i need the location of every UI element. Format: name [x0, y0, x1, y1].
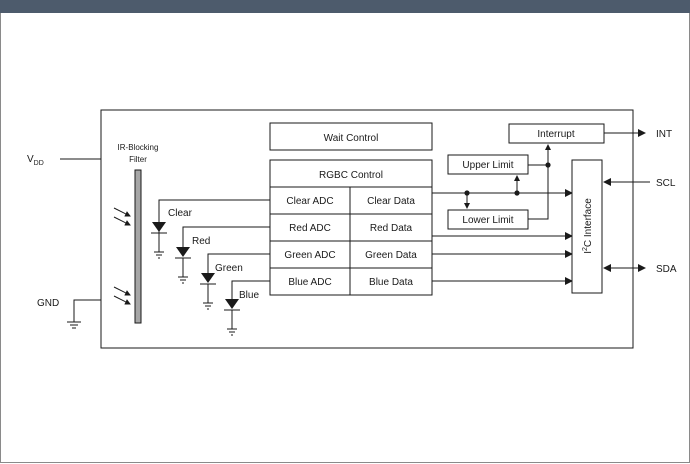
filter-bar	[134, 169, 142, 324]
interrupt-block: Interrupt	[508, 123, 646, 144]
data-red: Red Data	[370, 223, 413, 234]
adc-red: Red ADC	[289, 223, 331, 234]
photodiode-blue: Blue	[224, 280, 270, 336]
header-bar	[0, 0, 690, 13]
svg-text:SCL: SCL	[656, 178, 676, 189]
light-arrows-upper	[113, 207, 131, 226]
gnd-pin: GND	[37, 298, 101, 329]
data-bus-lines	[432, 189, 573, 285]
svg-text:Clear: Clear	[168, 208, 193, 219]
svg-text:Upper Limit: Upper Limit	[462, 160, 513, 171]
svg-text:VDD: VDD	[27, 154, 44, 167]
svg-text:IR-Blocking: IR-Blocking	[118, 143, 159, 152]
comparator-junctions	[464, 144, 551, 220]
data-blue: Blue Data	[369, 277, 413, 288]
wait-control-block: Wait Control	[269, 122, 433, 151]
svg-text:Interrupt: Interrupt	[537, 129, 574, 140]
svg-text:I2C Interface: I2C Interface	[582, 198, 594, 254]
upper-limit-block: Upper Limit	[447, 154, 529, 175]
rgbc-control-block: RGBC Control	[269, 159, 433, 188]
i2c-interface-block: I2C Interface	[571, 159, 603, 294]
light-arrows-lower	[113, 286, 131, 305]
svg-text:Green: Green	[215, 263, 243, 274]
svg-text:GND: GND	[37, 298, 59, 309]
svg-text:Red: Red	[192, 236, 210, 247]
vdd-pin: VDD	[27, 154, 101, 167]
photodiode-clear: Clear	[151, 199, 270, 259]
svg-text:Filter: Filter	[129, 155, 147, 164]
svg-text:Lower Limit: Lower Limit	[462, 215, 513, 226]
sda-pin: SDA	[603, 264, 677, 275]
data-green: Green Data	[365, 250, 417, 261]
adc-blue: Blue ADC	[288, 277, 331, 288]
data-clear: Clear Data	[367, 196, 415, 207]
scl-pin: SCL	[603, 178, 676, 189]
adc-data-table: Clear ADC Red ADC Green ADC Blue ADC Cle…	[269, 186, 433, 296]
svg-text:Wait Control: Wait Control	[324, 133, 379, 144]
photodiode-green: Green	[200, 253, 270, 310]
ir-blocking-filter: IR-Blocking Filter	[118, 143, 159, 324]
svg-text:Blue: Blue	[239, 290, 259, 301]
svg-text:SDA: SDA	[656, 264, 677, 275]
adc-green: Green ADC	[284, 250, 335, 261]
photodiode-red: Red	[175, 226, 270, 284]
chip-boundary	[100, 109, 634, 349]
adc-clear: Clear ADC	[286, 196, 333, 207]
svg-text:RGBC Control: RGBC Control	[319, 170, 383, 181]
svg-text:INT: INT	[656, 129, 672, 140]
int-pin: INT	[656, 129, 672, 140]
lower-limit-block: Lower Limit	[447, 209, 529, 230]
